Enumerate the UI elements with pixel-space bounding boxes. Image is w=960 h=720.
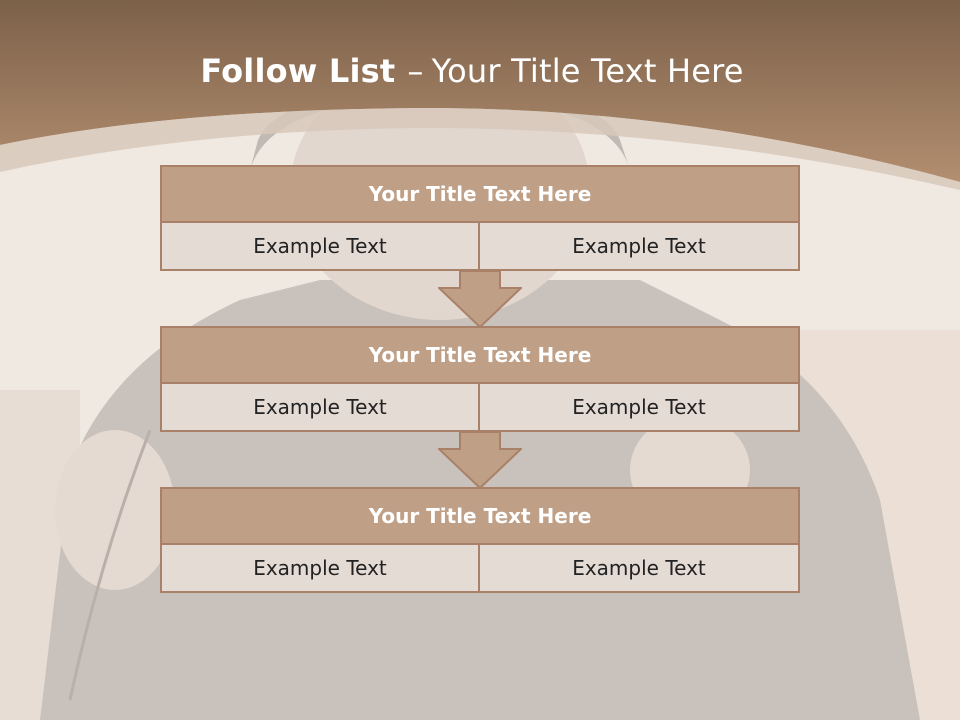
down-arrow-icon <box>438 431 522 489</box>
title-bold: Follow List <box>200 52 396 90</box>
down-arrow-icon <box>438 270 522 328</box>
step-cell-left: Example Text <box>160 223 480 271</box>
step-cell-right: Example Text <box>480 384 800 432</box>
slide-title: Follow List–Your Title Text Here <box>0 52 944 90</box>
step-cell-right: Example Text <box>480 223 800 271</box>
step-cell-left: Example Text <box>160 384 480 432</box>
step-block-3: Your Title Text Here Example Text Exampl… <box>160 487 800 593</box>
step-cell-right: Example Text <box>480 545 800 593</box>
title-rest: Your Title Text Here <box>431 52 744 90</box>
step-block-1: Your Title Text Here Example Text Exampl… <box>160 165 800 271</box>
step-block-2: Your Title Text Here Example Text Exampl… <box>160 326 800 432</box>
header-band <box>0 0 960 190</box>
step-title: Your Title Text Here <box>160 487 800 545</box>
step-title: Your Title Text Here <box>160 165 800 223</box>
step-title: Your Title Text Here <box>160 326 800 384</box>
step-cell-left: Example Text <box>160 545 480 593</box>
title-separator: – <box>407 52 424 90</box>
